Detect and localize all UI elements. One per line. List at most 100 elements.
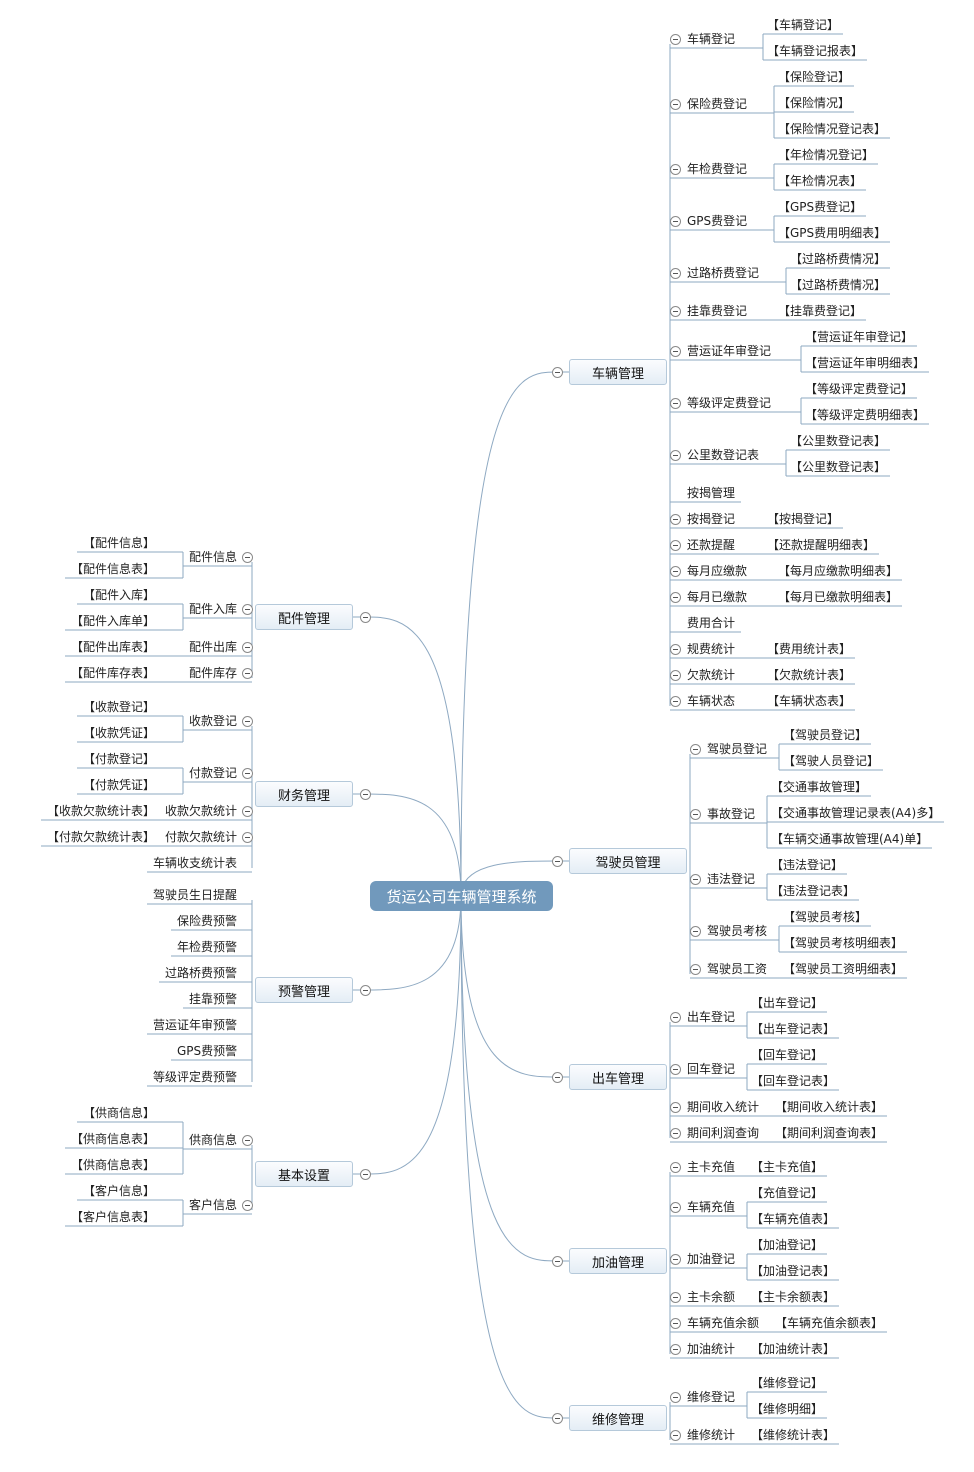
child-toggle-b-vehicle-6[interactable] [669, 345, 681, 357]
child-toggle-b-fuel-3[interactable] [669, 1291, 681, 1303]
leaf-b-vehicle-12-0[interactable]: 【每月应缴款明细表】 [778, 564, 899, 578]
branch-toggle-b-parts[interactable] [359, 611, 371, 623]
child-toggle-b-driver-2[interactable] [689, 873, 701, 885]
child-toggle-b-vehicle-17[interactable] [669, 695, 681, 707]
child-b-settings-1[interactable]: 客户信息 [189, 1198, 238, 1212]
child-toggle-b-parts-0[interactable] [241, 551, 253, 563]
leaf-b-vehicle-1-0[interactable]: 【保险登记】 [778, 70, 851, 84]
child-b-warning-4[interactable]: 挂靠预警 [189, 992, 238, 1006]
leaf-b-fuel-4-0[interactable]: 【车辆充值余额表】 [775, 1316, 884, 1330]
leaf-b-vehicle-13-0[interactable]: 【每月已缴款明细表】 [778, 590, 899, 604]
leaf-b-driver-0-1[interactable]: 【驾驶人员登记】 [783, 754, 880, 768]
leaf-b-vehicle-5-0[interactable]: 【挂靠费登记】 [778, 304, 863, 318]
child-b-warning-3[interactable]: 过路桥费预警 [165, 966, 238, 980]
branch-b-repair[interactable]: 维修管理 [569, 1405, 667, 1431]
child-toggle-b-finance-1[interactable] [241, 767, 253, 779]
child-b-fuel-0[interactable]: 主卡充值 [687, 1160, 736, 1174]
leaf-b-driver-3-0[interactable]: 【驾驶员考核】 [783, 910, 868, 924]
child-b-vehicle-11[interactable]: 还款提醒 [687, 538, 736, 552]
leaf-b-fuel-1-0[interactable]: 【充值登记】 [751, 1186, 824, 1200]
child-b-vehicle-2[interactable]: 年检费登记 [687, 162, 748, 176]
leaf-b-vehicle-6-1[interactable]: 【营运证年审明细表】 [805, 356, 926, 370]
leaf-b-settings-0-2[interactable]: 【供商信息表】 [71, 1158, 156, 1172]
leaf-b-finance-1-1[interactable]: 【付款凭证】 [83, 778, 156, 792]
child-b-fuel-1[interactable]: 车辆充值 [687, 1200, 736, 1214]
leaf-b-finance-1-0[interactable]: 【付款登记】 [83, 752, 156, 766]
leaf-b-vehicle-7-0[interactable]: 【等级评定费登记】 [805, 382, 914, 396]
child-b-warning-5[interactable]: 营运证年审预警 [153, 1018, 238, 1032]
branch-b-vehicle[interactable]: 车辆管理 [569, 359, 667, 385]
child-b-driver-0[interactable]: 驾驶员登记 [707, 742, 768, 756]
child-toggle-b-finance-3[interactable] [241, 831, 253, 843]
child-toggle-b-settings-0[interactable] [241, 1134, 253, 1146]
child-toggle-b-fuel-0[interactable] [669, 1161, 681, 1173]
child-toggle-b-vehicle-15[interactable] [669, 643, 681, 655]
child-toggle-b-driver-3[interactable] [689, 925, 701, 937]
child-b-driver-1[interactable]: 事故登记 [707, 807, 756, 821]
child-b-driver-2[interactable]: 违法登记 [707, 872, 756, 886]
child-toggle-b-fuel-2[interactable] [669, 1253, 681, 1265]
branch-b-finance[interactable]: 财务管理 [255, 781, 353, 807]
child-toggle-b-driver-1[interactable] [689, 808, 701, 820]
child-toggle-b-driver-4[interactable] [689, 963, 701, 975]
branch-b-warning[interactable]: 预警管理 [255, 977, 353, 1003]
leaf-b-parts-2-0[interactable]: 【配件出库表】 [71, 640, 156, 654]
leaf-b-vehicle-17-0[interactable]: 【车辆状态表】 [767, 694, 852, 708]
leaf-b-repair-1-0[interactable]: 【维修统计表】 [751, 1428, 836, 1442]
leaf-b-settings-1-0[interactable]: 【客户信息】 [83, 1184, 156, 1198]
child-b-parts-2[interactable]: 配件出库 [189, 640, 238, 654]
child-b-vehicle-15[interactable]: 规费统计 [687, 642, 736, 656]
child-toggle-b-parts-3[interactable] [241, 667, 253, 679]
branch-b-dispatch[interactable]: 出车管理 [569, 1064, 667, 1090]
leaf-b-vehicle-15-0[interactable]: 【费用统计表】 [767, 642, 852, 656]
child-toggle-b-finance-2[interactable] [241, 805, 253, 817]
child-toggle-b-parts-1[interactable] [241, 603, 253, 615]
branch-toggle-b-finance[interactable] [359, 788, 371, 800]
child-toggle-b-repair-0[interactable] [669, 1391, 681, 1403]
child-b-vehicle-12[interactable]: 每月应缴款 [687, 564, 748, 578]
leaf-b-dispatch-1-0[interactable]: 【回车登记】 [751, 1048, 824, 1062]
child-b-vehicle-3[interactable]: GPS费登记 [687, 214, 748, 228]
leaf-b-dispatch-0-0[interactable]: 【出车登记】 [751, 996, 824, 1010]
child-b-dispatch-3[interactable]: 期间利润查询 [687, 1126, 760, 1140]
branch-b-settings[interactable]: 基本设置 [255, 1161, 353, 1187]
child-b-finance-0[interactable]: 收款登记 [189, 714, 238, 728]
branch-b-driver[interactable]: 驾驶员管理 [569, 848, 687, 874]
child-toggle-b-vehicle-4[interactable] [669, 267, 681, 279]
child-b-repair-0[interactable]: 维修登记 [687, 1390, 736, 1404]
leaf-b-vehicle-6-0[interactable]: 【营运证年审登记】 [805, 330, 914, 344]
child-b-parts-0[interactable]: 配件信息 [189, 550, 238, 564]
child-b-driver-3[interactable]: 驾驶员考核 [707, 924, 768, 938]
child-toggle-b-settings-1[interactable] [241, 1199, 253, 1211]
child-b-fuel-4[interactable]: 车辆充值余额 [687, 1316, 760, 1330]
leaf-b-vehicle-3-0[interactable]: 【GPS费登记】 [778, 200, 863, 214]
leaf-b-fuel-3-0[interactable]: 【主卡余额表】 [751, 1290, 836, 1304]
leaf-b-parts-3-0[interactable]: 【配件库存表】 [71, 666, 156, 680]
leaf-b-vehicle-0-0[interactable]: 【车辆登记】 [767, 18, 840, 32]
leaf-b-dispatch-0-1[interactable]: 【出车登记表】 [751, 1022, 836, 1036]
leaf-b-repair-0-0[interactable]: 【维修登记】 [751, 1376, 824, 1390]
child-b-vehicle-4[interactable]: 过路桥费登记 [687, 266, 760, 280]
child-b-vehicle-1[interactable]: 保险费登记 [687, 97, 748, 111]
root-node[interactable]: 货运公司车辆管理系统 [370, 881, 553, 911]
child-toggle-b-vehicle-7[interactable] [669, 397, 681, 409]
child-toggle-b-repair-1[interactable] [669, 1429, 681, 1441]
leaf-b-vehicle-16-0[interactable]: 【欠款统计表】 [767, 668, 852, 682]
child-b-parts-3[interactable]: 配件库存 [189, 666, 238, 680]
child-toggle-b-vehicle-10[interactable] [669, 513, 681, 525]
child-b-vehicle-6[interactable]: 营运证年审登记 [687, 344, 772, 358]
child-b-dispatch-1[interactable]: 回车登记 [687, 1062, 736, 1076]
child-b-warning-6[interactable]: GPS费预警 [177, 1044, 238, 1058]
child-toggle-b-vehicle-8[interactable] [669, 449, 681, 461]
leaf-b-vehicle-11-0[interactable]: 【还款提醒明细表】 [767, 538, 876, 552]
branch-toggle-b-fuel[interactable] [551, 1255, 563, 1267]
branch-toggle-b-driver[interactable] [551, 855, 563, 867]
leaf-b-fuel-5-0[interactable]: 【加油统计表】 [751, 1342, 836, 1356]
leaf-b-parts-0-1[interactable]: 【配件信息表】 [71, 562, 156, 576]
leaf-b-vehicle-4-0[interactable]: 【过路桥费情况】 [790, 252, 887, 266]
branch-toggle-b-vehicle[interactable] [551, 366, 563, 378]
child-toggle-b-fuel-4[interactable] [669, 1317, 681, 1329]
leaf-b-fuel-2-0[interactable]: 【加油登记】 [751, 1238, 824, 1252]
child-toggle-b-vehicle-5[interactable] [669, 305, 681, 317]
child-b-vehicle-8[interactable]: 公里数登记表 [687, 448, 760, 462]
